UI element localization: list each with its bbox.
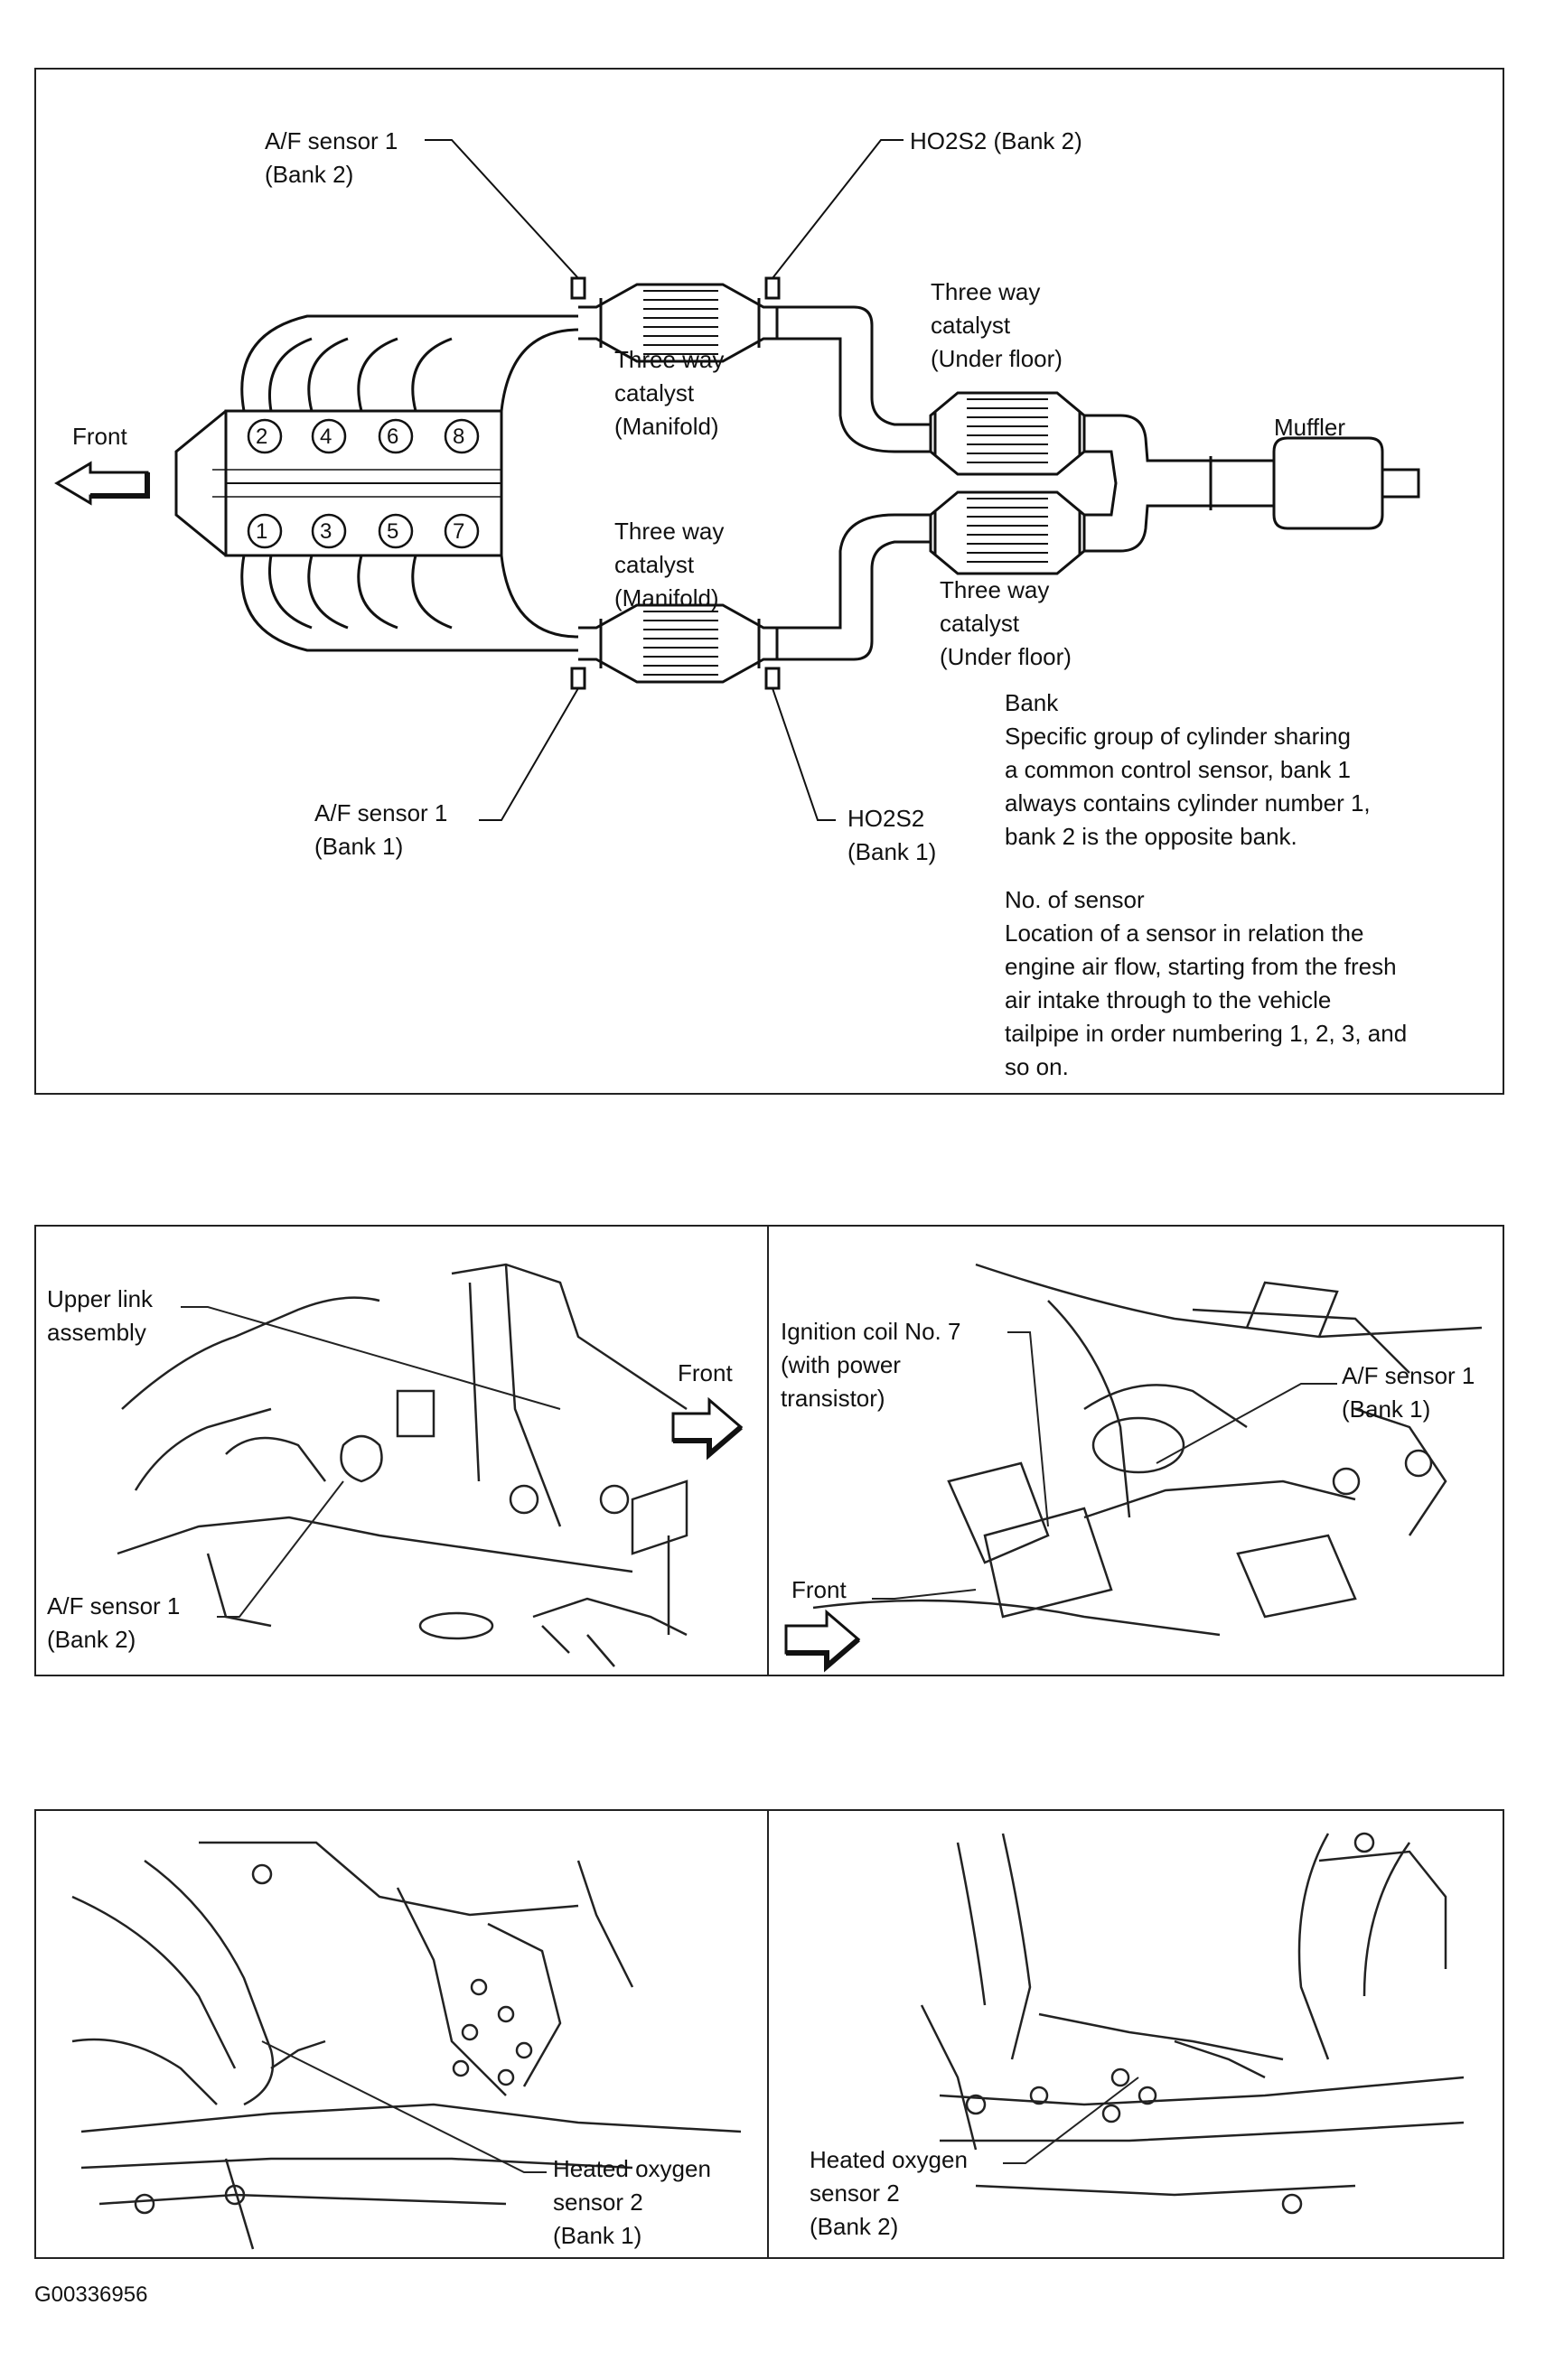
catalyst-manifold-lower-label: Three way catalyst (Manifold)	[614, 518, 725, 611]
ho2s2-bank2-label: HO2S2 (Bank 2)	[910, 127, 1082, 154]
catalyst-manifold-upper-label: Three way catalyst (Manifold)	[614, 346, 725, 440]
cylinder-label-6: 6	[387, 425, 399, 449]
middle-right-front-label: Front	[791, 1576, 847, 1603]
muffler-label: Muffler	[1274, 414, 1345, 441]
cylinder-7	[444, 513, 480, 549]
heated-sensor-bank2-label: Heated oxygen sensor 2 (Bank 2)	[810, 2146, 968, 2240]
catalyst-underfloor-lower-label: Three way catalyst (Under floor)	[940, 576, 1072, 670]
exhaust-layout-drawing	[54, 139, 1420, 821]
muffler-shape	[1272, 436, 1384, 530]
sensor-photo-panel-row	[34, 1225, 1504, 1676]
sensor-number-note: No. of sensor Location of a sensor in re…	[1005, 883, 1407, 1084]
cylinder-8	[444, 418, 480, 454]
af-sensor-bank1-label: A/F sensor 1 (Bank 1)	[314, 799, 448, 860]
cylinder-label-4: 4	[320, 425, 332, 449]
heated-sensor-panel-row	[34, 1809, 1504, 2259]
af-sensor-bank2-label: A/F sensor 1 (Bank 2)	[265, 127, 398, 188]
exhaust-layout-diagram	[34, 68, 1504, 1095]
bank-note: Bank Specific group of cylinder sharing …	[1005, 686, 1371, 854]
cylinder-label-5: 5	[387, 519, 399, 544]
middle-right-af-sensor-label: A/F sensor 1 (Bank 1)	[1342, 1362, 1475, 1423]
bank-note-title: Bank	[1005, 689, 1059, 716]
cylinder-label-3: 3	[320, 519, 332, 544]
cylinder-1	[247, 513, 283, 549]
heated-sensor-bank1-label: Heated oxygen sensor 2 (Bank 1)	[553, 2155, 711, 2249]
figure-code: G00336956	[34, 2282, 148, 2307]
ho2s2-bank1-label: HO2S2 (Bank 1)	[847, 805, 937, 865]
cylinder-label-1: 1	[256, 519, 268, 544]
catalyst-underfloor-upper-label: Three way catalyst (Under floor)	[931, 278, 1063, 372]
cylinder-label-2: 2	[256, 425, 268, 449]
middle-left-af-sensor-label: A/F sensor 1 (Bank 2)	[47, 1592, 181, 1653]
cylinder-label-7: 7	[453, 519, 465, 544]
cylinder-5	[378, 513, 414, 549]
front-label: Front	[72, 423, 127, 450]
cylinder-label-8: 8	[453, 425, 465, 449]
sensor-note-title: No. of sensor	[1005, 886, 1145, 913]
ignition-coil-label: Ignition coil No. 7 (with power transist…	[781, 1318, 961, 1412]
cylinder-6	[378, 418, 414, 454]
upper-link-assembly-label: Upper link assembly	[47, 1285, 154, 1346]
cylinder-2	[247, 418, 283, 454]
middle-left-front-label: Front	[678, 1359, 733, 1386]
cylinder-4	[311, 418, 347, 454]
cylinder-3	[311, 513, 347, 549]
